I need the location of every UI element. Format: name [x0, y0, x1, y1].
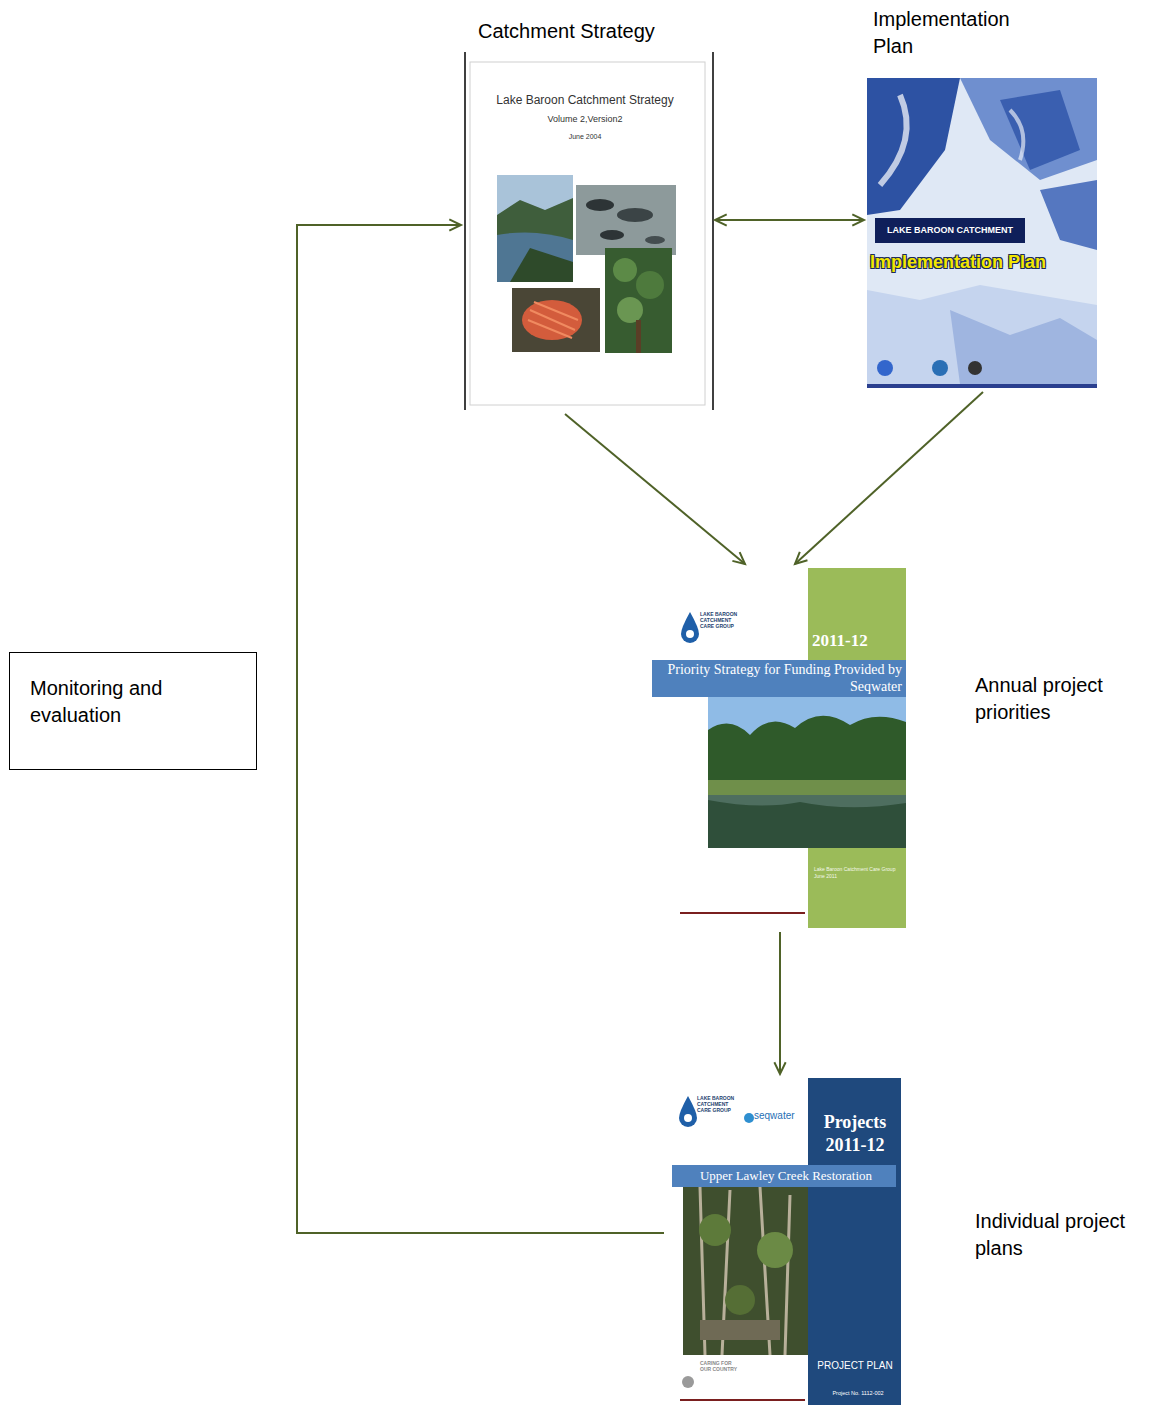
cover-footnote: Lake Baroon Catchment Care Group June 20… — [814, 866, 900, 879]
arrow-head — [774, 1062, 785, 1074]
connector-line — [779, 932, 781, 1074]
connector-line — [565, 414, 745, 564]
node-caption: Individual project plans — [975, 1208, 1135, 1262]
logo-text: CARING FOR OUR COUNTRY — [700, 1360, 742, 1372]
document-cover: Implementation Plan LAKE BAROON CATCHMENT… — [867, 78, 1097, 388]
cover-band-text: LAKE BAROON CATCHMENT — [875, 218, 1025, 243]
box-label: Monitoring and evaluation — [30, 675, 230, 729]
node-caption: Catchment Strategy — [478, 18, 708, 44]
flow-arrow — [795, 392, 983, 564]
logo-text: LAKE BAROON CATCHMENT CARE GROUP — [697, 1096, 741, 1113]
cover-date: June 2004 — [485, 133, 685, 141]
cover-subtitle: Volume 2,Version2 — [485, 114, 685, 125]
logo-text: seqwater — [754, 1110, 809, 1122]
cover-band-text: Priority Strategy for Funding Provided b… — [664, 661, 902, 695]
logo-text: LAKE BAROON CATCHMENT CARE GROUP — [700, 612, 744, 629]
cover-title: Projects 2011-12 — [810, 1111, 900, 1157]
connector-line — [795, 392, 983, 564]
cover-band-text: Upper Lawley Creek Restoration — [676, 1166, 896, 1186]
connector-line — [297, 225, 664, 1233]
node-caption: Implementation Plan — [873, 6, 1038, 60]
arrow-head — [449, 219, 461, 230]
document-cover: Annual project prioritiesLAKE BAROON CAT… — [652, 568, 906, 928]
cover-footnote: Project No. 1112-002 — [817, 1390, 899, 1397]
flow-arrow — [774, 932, 785, 1074]
flow-arrow — [715, 214, 864, 225]
arrow-head — [732, 552, 745, 564]
document-cover: Catchment StrategyLake Baroon Catchment … — [465, 52, 713, 410]
flow-arrow — [297, 219, 664, 1233]
process-box: Monitoring and evaluation — [9, 652, 257, 770]
cover-title: Lake Baroon Catchment Strategy — [485, 93, 685, 107]
arrow-head — [852, 214, 864, 225]
arrow-head — [715, 214, 727, 225]
document-cover: Individual project plansLAKE BAROON CATC… — [672, 1078, 901, 1405]
cover-year: 2011-12 — [812, 631, 902, 651]
node-caption: Annual project priorities — [975, 672, 1135, 726]
cover-title: Implementation Plan — [870, 252, 1094, 274]
arrow-head — [795, 552, 807, 564]
connector-line — [715, 219, 864, 221]
flow-arrow — [565, 414, 745, 564]
cover-label: PROJECT PLAN — [810, 1360, 900, 1372]
